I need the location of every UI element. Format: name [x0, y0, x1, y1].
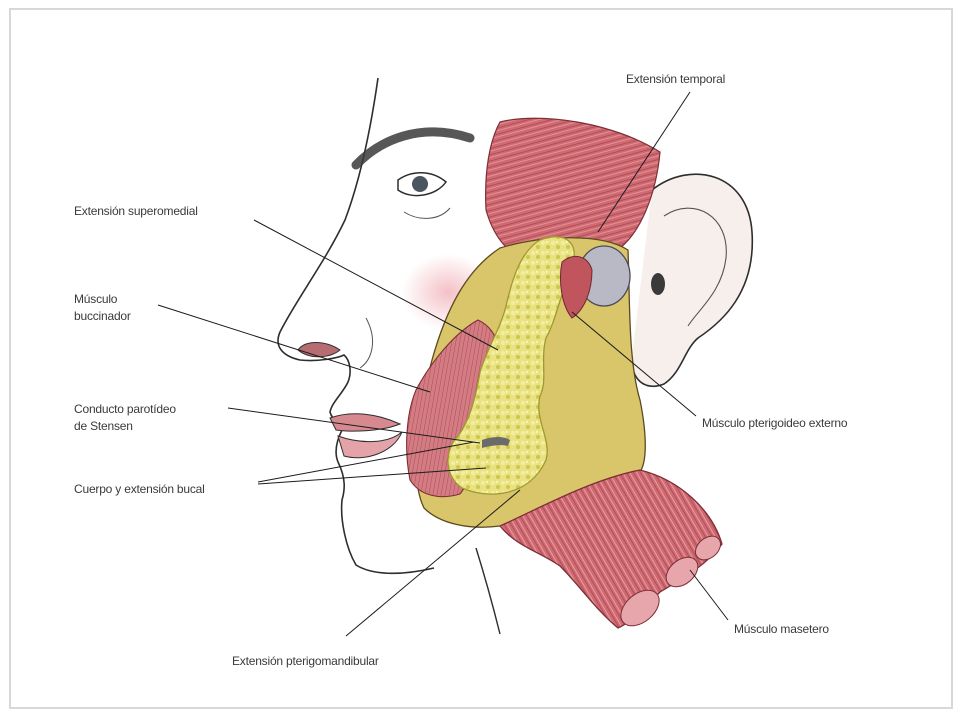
label-extension-pterigomandibular: Extensión pterigomandibular [232, 654, 379, 668]
label-conducto-parotideo-2: de Stensen [74, 419, 133, 433]
ear [632, 174, 753, 386]
label-musculo-masetero: Músculo masetero [734, 622, 829, 636]
nasolabial-line [360, 318, 373, 368]
label-musculo-buccinador-1: Músculo [74, 292, 117, 306]
label-musculo-buccinador-2: buccinador [74, 309, 131, 323]
label-extension-superomedial: Extensión superomedial [74, 204, 198, 218]
nostril [298, 343, 340, 357]
label-conducto-parotideo-1: Conducto parotídeo [74, 402, 176, 416]
eyelid [404, 208, 450, 218]
face-profile-outline [278, 78, 434, 573]
leader-line-masetero [690, 570, 728, 620]
neck-line [476, 548, 500, 634]
eyebrow [356, 132, 470, 165]
ear-canal [651, 273, 665, 295]
label-extension-temporal: Extensión temporal [626, 72, 725, 86]
label-musculo-pterigoideo-externo: Músculo pterigoideo externo [702, 416, 847, 430]
label-cuerpo-extension-bucal: Cuerpo y extensión bucal [74, 482, 205, 496]
lower-lip [338, 432, 402, 458]
upper-lip [330, 414, 400, 431]
leader-line-buccinador [158, 305, 430, 392]
iris [412, 176, 428, 192]
